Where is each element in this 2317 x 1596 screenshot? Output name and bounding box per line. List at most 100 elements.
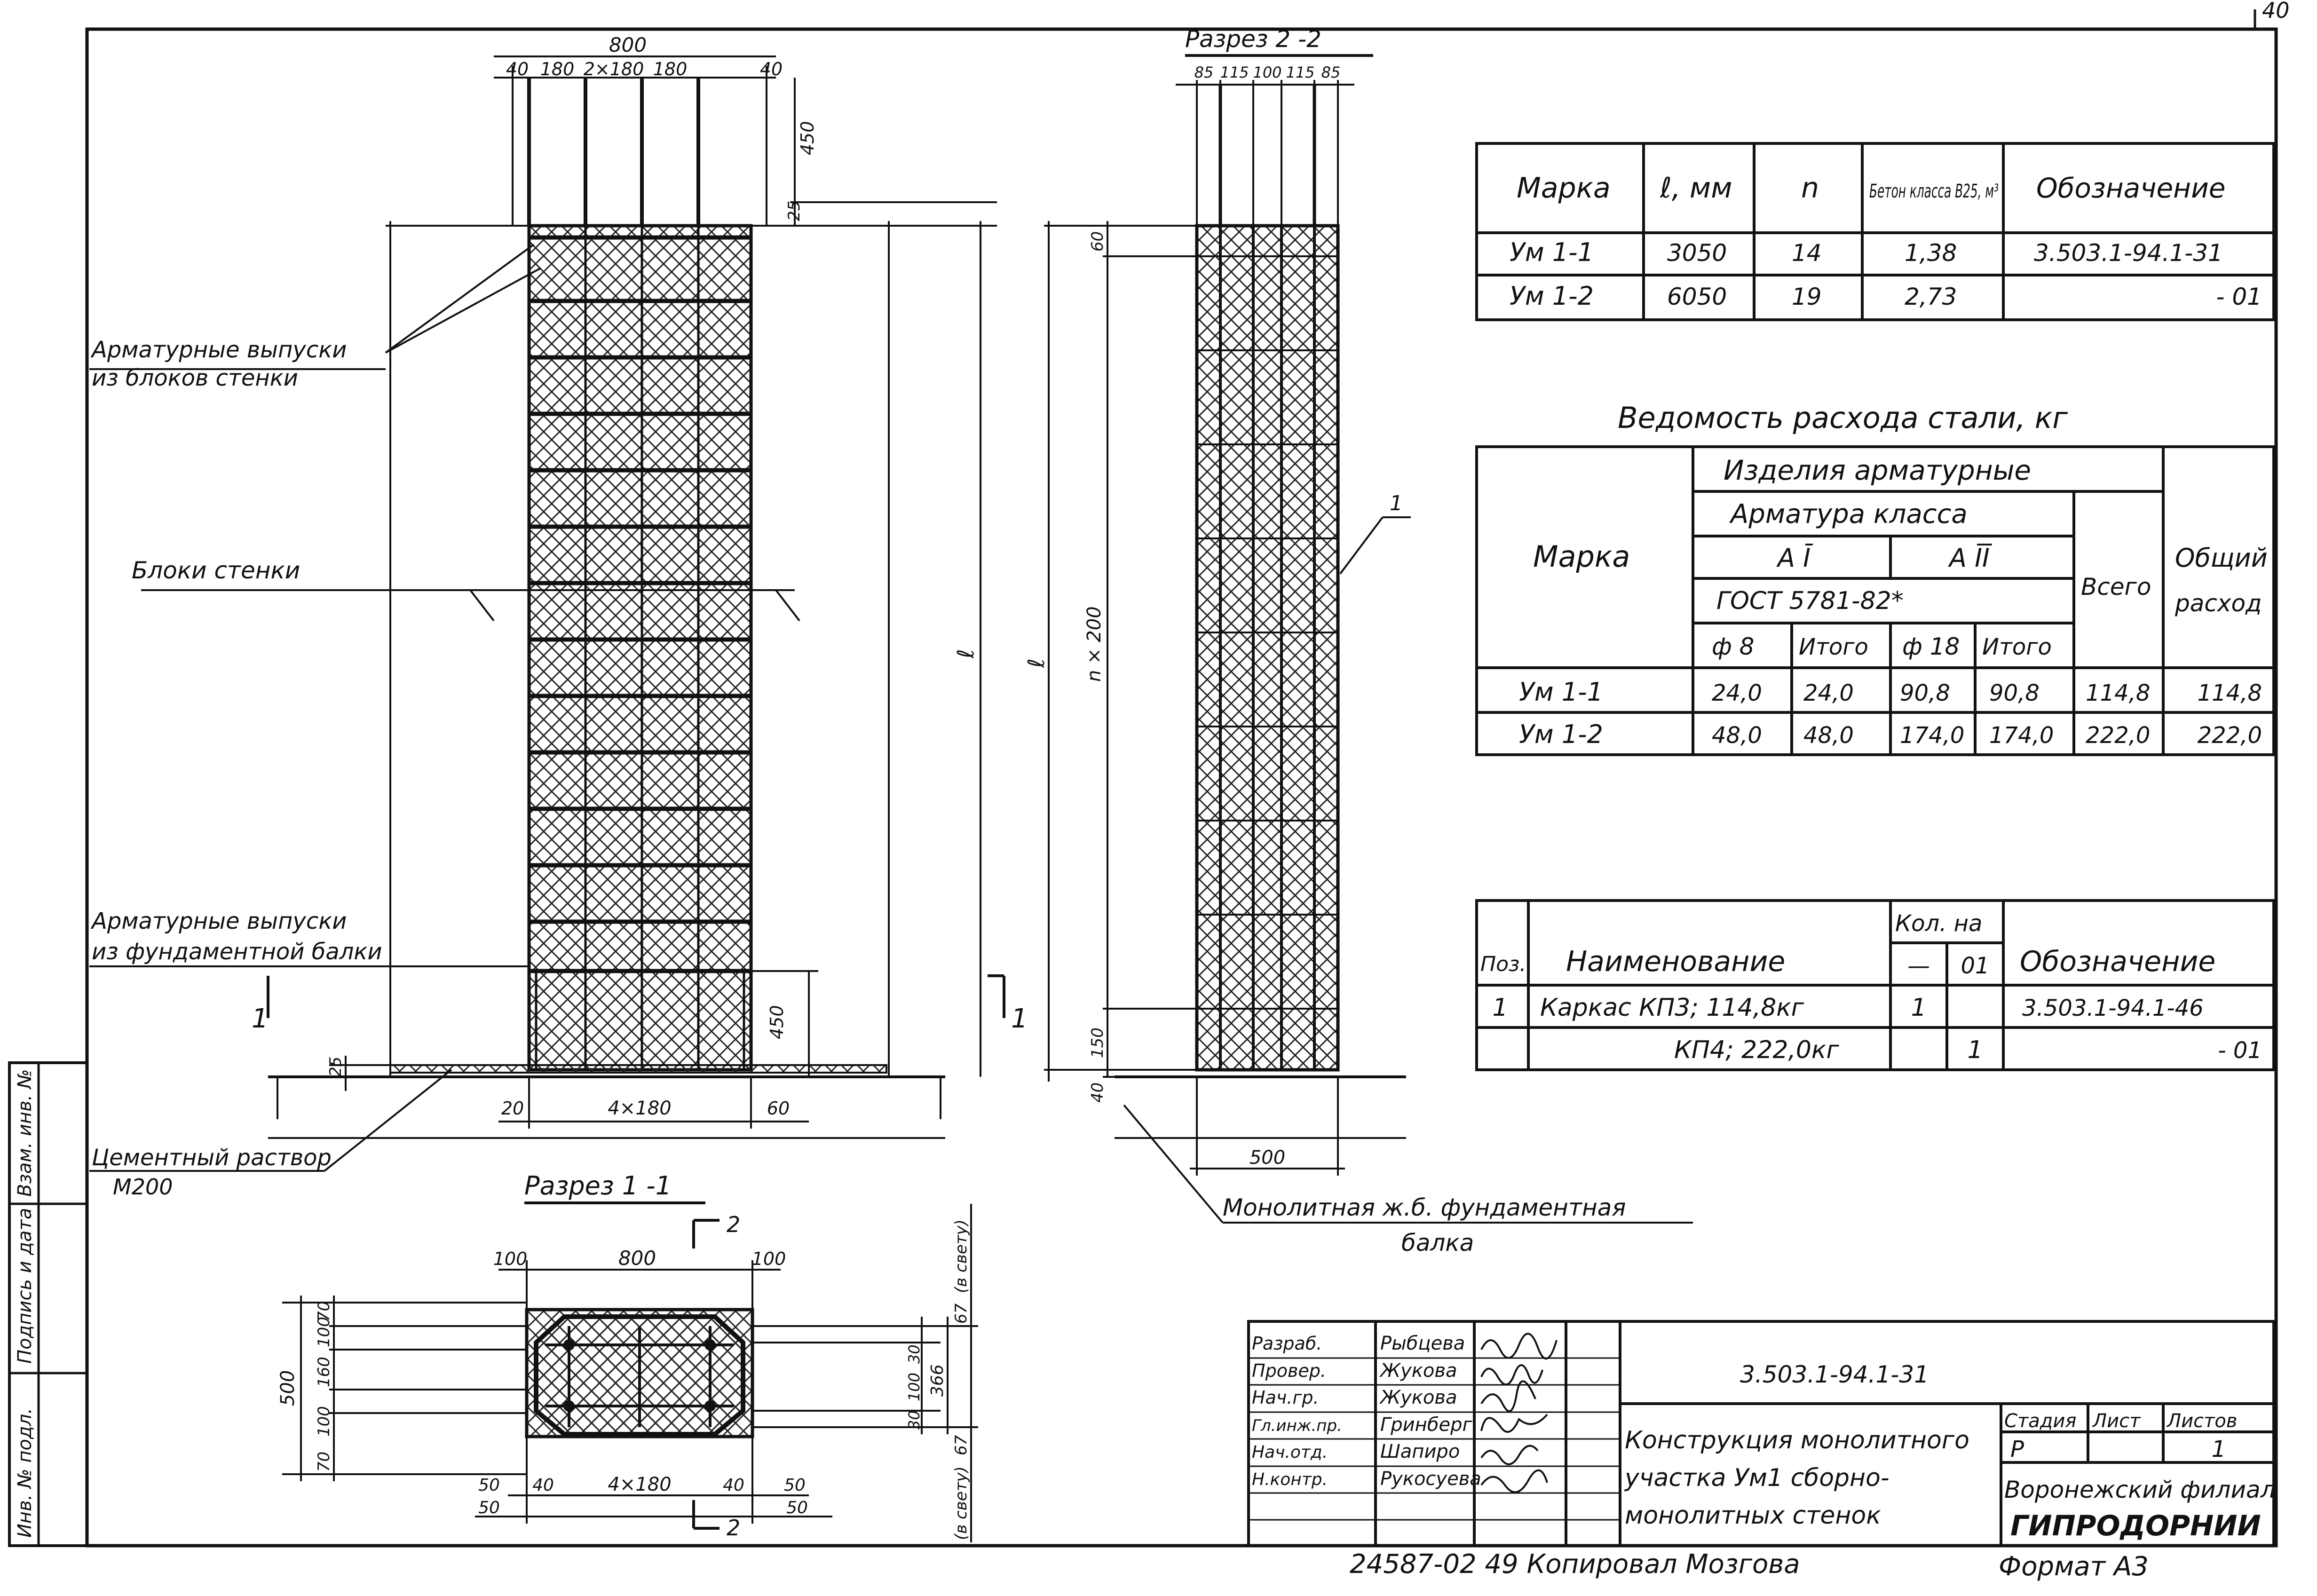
tb-role-3: Нач.гр. — [1252, 1387, 1319, 1408]
title-block: Разраб. Провер. Нач.гр. Гл.инж.пр. Нач.о… — [1247, 1320, 2276, 1547]
s22-dim-60: 60 — [1088, 231, 1107, 252]
tm-r2-marka: Ум 1-2 — [1510, 281, 1594, 311]
block-seams — [529, 235, 751, 973]
s11-right-1: 30 — [905, 1344, 923, 1364]
dim-25-bottom: 25 — [326, 1057, 345, 1077]
tm-r2-oboz: - 01 — [2216, 283, 2262, 310]
tsp-h-kol-a: — — [1907, 953, 1930, 979]
tb-stage: Р — [2010, 1436, 2024, 1462]
tsp-r2-name: КП4; 222,0кг — [1674, 1036, 1839, 1064]
tsp-h-oboz: Обозначение — [2020, 945, 2215, 978]
tsp-h-poz: Поз. — [1480, 952, 1526, 976]
tm-r1-oboz: 3.503.1-94.1-31 — [2034, 239, 2223, 267]
s11-bottom-1: 50 — [478, 1476, 500, 1495]
tb-role-5: Нач.отд. — [1252, 1443, 1328, 1462]
s11-bottom-2: 40 — [532, 1476, 554, 1495]
tm-h-oboz: Обозначение — [2036, 172, 2225, 204]
ts-r2-c3: 174,0 — [1900, 722, 1964, 749]
tm-row-2: Ум 1-2 6050 19 2,73 - 01 — [1510, 281, 2262, 311]
s11-cut-mark-top: 2 — [727, 1212, 740, 1237]
ts-h-obshiy-2: расход — [2175, 590, 2262, 617]
s22-pos-callout: 1 — [1390, 491, 1403, 515]
tb-org-1: Воронежский филиал — [2004, 1476, 2276, 1503]
s22-width: 500 — [1249, 1147, 1285, 1169]
callout-mortar-2: М200 — [113, 1174, 173, 1200]
tm-r2-beton: 2,73 — [1905, 283, 1957, 310]
s11-left-2: 100 — [315, 1317, 333, 1347]
s22-dim-top-2: 115 — [1220, 63, 1249, 81]
tb-h-stage: Стадия — [2004, 1410, 2076, 1432]
s22-dim-l: ℓ — [1023, 658, 1050, 668]
ts-row-2: Ум 1-2 48,0 48,0 174,0 174,0 222,0 222,0 — [1519, 719, 2262, 749]
side-stamp: Инв. № подл. Подпись и дата Взам. инв. № — [8, 1061, 88, 1547]
s22-dim-top-3: 100 — [1253, 63, 1281, 81]
tb-code: 3.503.1-94.1-31 — [1740, 1361, 1929, 1388]
tb-desc-1: Конструкция монолитного — [1625, 1426, 1969, 1454]
callout-blocks: Блоки стенки — [132, 557, 300, 584]
s11-dim-top-1: 100 — [493, 1248, 528, 1269]
ts-r2-c2: 48,0 — [1803, 722, 1854, 749]
ts-h-obshiy-1: Общий — [2175, 543, 2268, 573]
s11-left-3: 160 — [315, 1357, 333, 1387]
ts-r2-c1: 48,0 — [1712, 722, 1762, 749]
s11-right-2: 100 — [905, 1373, 923, 1401]
dim-top-4: 180 — [653, 59, 688, 79]
tb-org-2: ГИПРОДОРНИИ — [2010, 1509, 2261, 1542]
tm-r1-beton: 1,38 — [1905, 239, 1957, 267]
ts-h-vsego: Всего — [2081, 573, 2151, 600]
ts-h-marka: Марка — [1533, 539, 1630, 574]
sheet-frame: 40 — [85, 0, 2290, 1548]
s22-dim-150: 150 — [1088, 1027, 1107, 1058]
tsp-r1-name: Каркас КП3; 114,8кг — [1540, 994, 1804, 1022]
side-sign-date: Подпись и дата — [14, 1208, 36, 1364]
tb-h-sheet: Лист — [2092, 1410, 2141, 1432]
section-1-1-title: Разрез 1 -1 — [524, 1171, 672, 1201]
ts-r1-marka: Ум 1-1 — [1519, 677, 1603, 707]
section-mark-left: 1 — [252, 1003, 269, 1034]
s22-callout-beam-2: балка — [1401, 1229, 1474, 1256]
tb-desc-2: участка Ум1 сборно- — [1624, 1464, 1890, 1492]
dim-25-top: 25 — [785, 201, 804, 221]
dim-top-5: 40 — [760, 59, 783, 79]
tb-name-2: Жукова — [1379, 1360, 1457, 1382]
tb-desc-3: монолитных стенок — [1625, 1501, 1881, 1530]
tsp-h-name: Наименование — [1566, 945, 1785, 978]
callout-reinf-walls-1: Арматурные выпуски — [90, 337, 347, 363]
s11-right-edge-top: 67 — [952, 1303, 971, 1324]
ts-title: Ведомость расхода стали, кг — [1618, 401, 2068, 435]
s11-bottom-5: 50 — [784, 1476, 806, 1495]
s11-left-4: 100 — [315, 1406, 333, 1437]
s11-bottom2-1: 50 — [478, 1498, 500, 1517]
s22-dim-40: 40 — [1088, 1082, 1107, 1103]
s11-clear-light-bottom: (в свету) — [952, 1466, 971, 1540]
side-vzam: Взам. инв. № — [14, 1069, 36, 1197]
s11-dim-top-3: 100 — [752, 1248, 786, 1269]
s11-bottom2-2: 50 — [786, 1498, 808, 1517]
table-steel: Ведомость расхода стали, кг Марка Издели… — [1475, 401, 2275, 756]
ts-h-armatura: Арматура класса — [1729, 499, 1968, 529]
tb-sheets: 1 — [2212, 1436, 2226, 1462]
s22-dim-top-4: 115 — [1286, 63, 1314, 81]
callout-reinf-found-2: из фундаментной балки — [92, 939, 382, 965]
s22-dim-n200: n × 200 — [1083, 606, 1105, 682]
ts-r1-c4: 90,8 — [1989, 680, 2040, 706]
side-inv-no: Инв. № подл. — [14, 1408, 36, 1538]
s11-left-total: 500 — [277, 1370, 299, 1406]
ts-row-1: Ум 1-1 24,0 24,0 90,8 90,8 114,8 114,8 — [1519, 677, 2262, 707]
table-marks: Марка ℓ, мм n Бетон класса В25, м³ Обозн… — [1475, 142, 2275, 321]
dim-top-2: 180 — [540, 59, 575, 79]
section-mark-right: 1 — [1011, 1003, 1028, 1034]
tb-name-3: Жукова — [1379, 1387, 1457, 1408]
s11-left-5: 70 — [315, 1452, 333, 1472]
dim-top-1: 40 — [506, 59, 529, 79]
ts-h-izdeliya: Изделия арматурные — [1724, 454, 2031, 486]
dim-bottom-2: 4×180 — [608, 1098, 671, 1119]
s11-right-3: 30 — [905, 1410, 923, 1430]
ts-r1-c1: 24,0 — [1712, 680, 1762, 706]
tsp-r1-poz: 1 — [1492, 994, 1508, 1022]
callout-mortar-1: Цементный раствор — [92, 1145, 332, 1171]
dim-450-bottom: 450 — [767, 1005, 787, 1039]
tsp-r2-b: 1 — [1967, 1036, 1983, 1064]
tsp-r1-a: 1 — [1911, 994, 1926, 1022]
